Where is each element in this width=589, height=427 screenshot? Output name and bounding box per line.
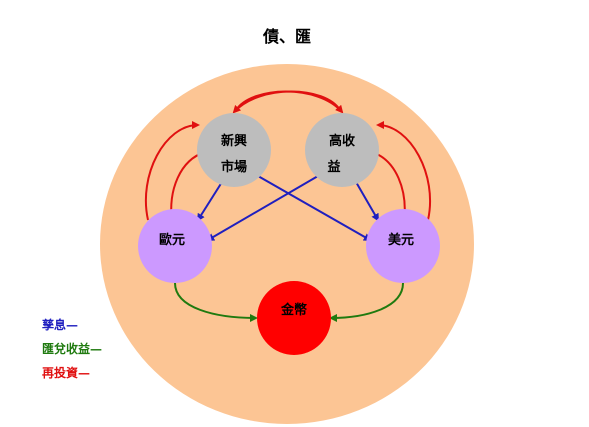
legend-fx-gain: 匯兌收益— [42, 341, 102, 356]
high-yield-node [305, 113, 379, 187]
interest-arrow-emerging-to-euro [196, 181, 223, 222]
reinvest-arrow-euro-to-emerging [144, 121, 200, 221]
fx-gain-arrow-usd-to-money [329, 282, 404, 322]
interest-arrow-highyield-to-euro [206, 175, 319, 242]
emerging-market-label-line1: 新興 [221, 133, 247, 149]
background-circle [100, 64, 474, 424]
emerging-market-label-line2: 市場 [221, 159, 247, 175]
legend-interest: 孳息— [42, 317, 78, 332]
reinvest-arrow-cross-top-right [235, 90, 344, 114]
emerging-market-node [197, 113, 271, 187]
money-node [257, 281, 331, 355]
euro-node [138, 209, 212, 283]
usd-node [366, 209, 440, 283]
euro-label: 歐元 [159, 232, 185, 248]
legend-reinvest: 再投資— [42, 365, 90, 380]
interest-arrow-highyield-to-usd [355, 181, 380, 222]
high-yield-label-line1: 高收 [329, 133, 356, 149]
interest-arrow-emerging-to-usd [257, 175, 372, 241]
reinvest-arrow-usd-to-highyield [376, 121, 431, 221]
high-yield-label-line2: 益 [327, 159, 340, 175]
money-label: 金幣 [280, 302, 307, 318]
diagram-title: 債、匯 [262, 27, 311, 46]
usd-label: 美元 [388, 232, 414, 248]
fx-gain-arrow-euro-to-money [174, 282, 258, 322]
